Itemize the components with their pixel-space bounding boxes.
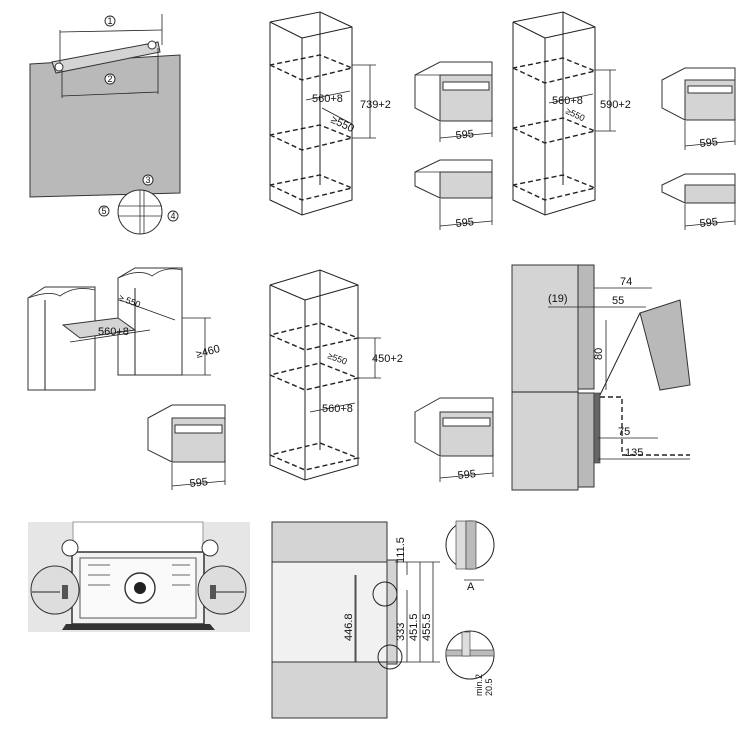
appliance-front-panel — [29, 54, 181, 198]
callout-2-label: 2 — [107, 74, 112, 84]
callout-1 — [104, 15, 116, 27]
appliance-door-upper — [577, 264, 595, 390]
section-bottom-board — [271, 661, 388, 719]
detail-a-marker — [372, 581, 398, 607]
detail-circle-left — [30, 565, 80, 615]
mounting-rail — [51, 41, 161, 74]
cabinet-side — [511, 264, 579, 491]
appliance-door-lower — [577, 392, 595, 488]
dim-75-label: 75 — [618, 426, 630, 438]
panel-appliance-sizes-b: 595 595 — [661, 67, 736, 230]
panel-side-section-door: 74 (19) 55 80 75 135 — [511, 264, 691, 491]
shelf-lower — [269, 124, 355, 151]
dim-111-5-label: 111.5 — [395, 537, 407, 563]
panel-tall-cabinet-590: 560+8 ≥550 590+2 — [512, 11, 631, 216]
callout-2 — [104, 73, 116, 85]
dim-width-label: 560+8 — [322, 403, 353, 415]
dim-19-label: (19) — [548, 293, 568, 305]
open-door-panel — [639, 299, 691, 391]
callout-3 — [142, 174, 154, 186]
detail-a-label: A — [467, 581, 475, 593]
dim-333-label: 333 — [395, 623, 407, 641]
callout-4-label: 4 — [170, 211, 175, 221]
dim-451-5-label: 451.5 — [408, 613, 420, 641]
dim-width-label: 595 — [189, 476, 209, 490]
section-niche — [271, 561, 388, 663]
dim-min2-label: min.2 — [474, 674, 484, 696]
dim-height-label: ≥460 — [195, 343, 222, 361]
section-top-board — [271, 521, 388, 563]
rail-screw-left — [54, 62, 64, 72]
dimension-line-2 — [61, 91, 159, 97]
callout-4 — [167, 210, 179, 222]
dim-20-5-label: 20.5 — [484, 678, 494, 696]
dim-width-top-label: 595 — [455, 128, 475, 142]
panel-front-mounting-rail: 1 2 3 4 5 — [29, 14, 181, 235]
panel-appliance-size-d: 595 — [414, 397, 494, 482]
fan-centre — [134, 582, 146, 594]
detail-b-marker — [377, 644, 403, 670]
dim-width-bottom-label: 595 — [455, 216, 475, 230]
dim-width — [305, 90, 351, 101]
callout-5-label: 5 — [101, 206, 106, 216]
dim-width-label: 595 — [457, 468, 477, 482]
appliance-front-drawer — [439, 171, 493, 199]
dim-width-label: 560+8 — [312, 93, 343, 105]
dim-width-bottom — [439, 220, 493, 227]
dim-135-label: 135 — [625, 447, 643, 459]
dim-74-label: 74 — [620, 276, 632, 288]
dim-depth-label: ≥550 — [564, 106, 586, 124]
dim-width-bottom-label: 595 — [699, 216, 719, 230]
right-cabinet — [117, 267, 183, 376]
dim-80-label: 80 — [593, 348, 605, 360]
panel-tall-cabinet-739: 560+8 ≥550 739+2 — [269, 11, 391, 216]
detail-circle-right — [197, 565, 247, 615]
rail-screw-right — [147, 40, 157, 50]
dim-width-label: 560+8 — [98, 326, 129, 338]
panel-under-counter-niche: 560+8 ≥ 550 ≥460 — [27, 267, 222, 391]
dim-width-top — [439, 132, 493, 139]
panel-appliance-size-c: 595 — [147, 404, 226, 490]
left-cabinet — [27, 286, 96, 391]
shelf-upper — [269, 54, 355, 81]
panel-front-screw-fixing — [28, 521, 250, 632]
worktop-gap — [61, 317, 137, 339]
callout-5 — [98, 205, 110, 217]
panel-appliance-sizes-a: 595 595 — [414, 61, 493, 230]
dimension-line-1 — [59, 29, 163, 33]
dim-depth — [321, 107, 353, 125]
dim-height-label: 590+2 — [600, 99, 631, 111]
dim-width-top-label: 595 — [699, 136, 719, 150]
dim-depth-label: ≥550 — [326, 350, 348, 366]
panel-section-dimensions: 446.8 111.5 333 451.5 455.5 A min.2 20.5 — [271, 520, 495, 719]
panel-tall-cabinet-450: ≥550 450+2 560+8 — [269, 269, 403, 481]
callout-1-label: 1 — [107, 16, 112, 26]
callout-3-label: 3 — [145, 175, 150, 185]
dim-width-label: 560+8 — [552, 95, 583, 107]
dim-455-5-label: 455.5 — [421, 613, 433, 641]
dim-height-label: 739+2 — [360, 99, 391, 111]
shelf-bottom — [269, 174, 355, 201]
dim-446-8-label: 446.8 — [343, 613, 355, 641]
dim-55-label: 55 — [612, 295, 624, 307]
dim-height-label: 450+2 — [372, 353, 403, 365]
